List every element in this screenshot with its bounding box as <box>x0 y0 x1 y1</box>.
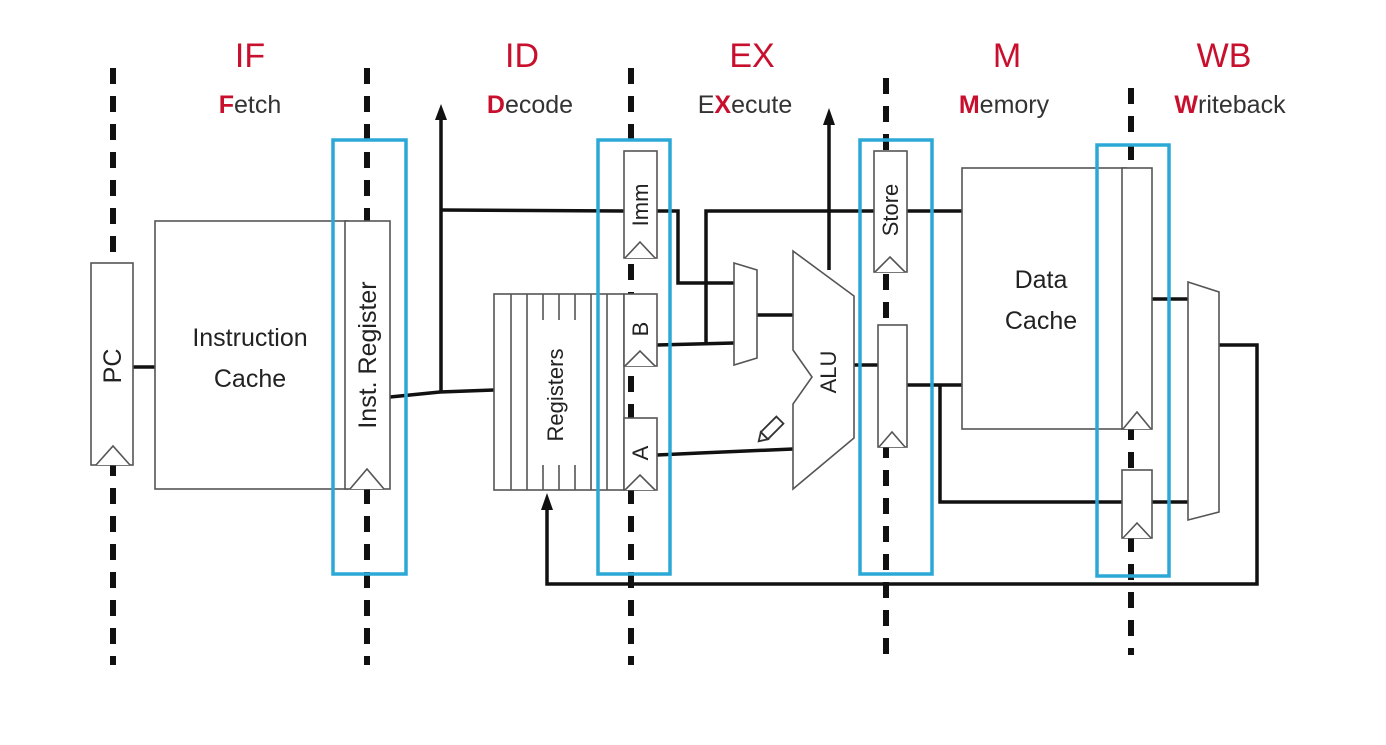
stage-wb-abbr: WB <box>1197 37 1252 75</box>
pencil-icon <box>757 415 785 443</box>
instruction-cache: Instruction Cache <box>154 220 349 490</box>
arrow-up-ex <box>823 108 835 125</box>
operand-mux <box>733 261 758 367</box>
registers-label: Registers <box>543 349 568 442</box>
writeback-mux <box>1187 280 1220 522</box>
stage-if-lead: F <box>219 91 234 119</box>
store-label: Store <box>878 184 903 237</box>
wire-a-alu <box>656 447 794 457</box>
imm-latch: Imm <box>623 150 658 259</box>
wire-bus-imm <box>440 208 625 213</box>
stage-id-abbr: ID <box>505 37 539 75</box>
stage-if-name: Fetch <box>219 91 282 119</box>
stage-ex-lead: E <box>698 91 715 119</box>
stage-id-name: Decode <box>487 91 573 119</box>
latch-ex-m <box>858 138 934 576</box>
wb-memory-latch <box>1121 167 1153 430</box>
stage-ex-rest: ecute <box>731 91 792 119</box>
pc-label: PC <box>99 349 127 384</box>
b-label: B <box>628 322 653 337</box>
wire-result-bypass <box>938 385 1122 504</box>
dcache-label-line2: Cache <box>1005 307 1077 335</box>
stage-ex-mid: X <box>714 91 731 119</box>
blocks: PC Instruction Cache Inst. Register Regi… <box>90 150 1220 539</box>
stage-wb-rest: riteback <box>1198 91 1286 119</box>
instruction-register: Inst. Register <box>344 220 391 490</box>
alu-label: ALU <box>816 351 841 394</box>
icache-label-line2: Cache <box>214 365 286 393</box>
stage-ex-name: EXecute <box>698 91 793 119</box>
wire-b-store <box>704 209 874 343</box>
stage-ex-abbr: EX <box>729 37 774 75</box>
stage-id-lead: D <box>487 91 505 119</box>
pc-register: PC <box>90 262 134 466</box>
stage-wb-lead: W <box>1174 91 1198 119</box>
latch-if-id <box>331 138 408 576</box>
imm-label: Imm <box>628 184 653 227</box>
b-latch: B <box>623 293 658 367</box>
latch-id-ex <box>596 138 672 576</box>
pipeline-latches <box>331 138 1171 578</box>
stage-id-rest: ecode <box>505 91 573 119</box>
stage-m-name: Memory <box>959 91 1050 119</box>
stage-m-abbr: M <box>993 37 1021 75</box>
wb-result-latch <box>1121 469 1153 539</box>
register-file: Registers <box>493 293 625 491</box>
dcache-label-line1: Data <box>1015 266 1068 294</box>
data-cache: Data Cache <box>961 167 1127 430</box>
latch-m-wb <box>1095 143 1171 578</box>
store-latch: Store <box>873 150 908 273</box>
stage-m-lead: M <box>959 91 980 119</box>
wire-writeback-loop <box>545 343 1259 586</box>
a-latch: A <box>623 417 658 491</box>
stage-if-rest: etch <box>234 91 281 119</box>
stage-if-abbr: IF <box>235 37 265 75</box>
alu: ALU <box>792 249 855 491</box>
stage-wb-name: Writeback <box>1174 91 1286 119</box>
a-label: A <box>628 445 653 460</box>
arrow-up-id <box>435 104 447 120</box>
wires <box>133 104 1259 586</box>
inst-register-label: Inst. Register <box>354 281 382 428</box>
stage-m-rest: emory <box>980 91 1050 119</box>
alu-result-latch <box>877 324 908 448</box>
arrow-up-registers <box>541 493 553 510</box>
icache-label-line1: Instruction <box>192 324 307 352</box>
stage-headers: IF Fetch ID Decode EX EXecute M Memory W… <box>219 37 1286 119</box>
